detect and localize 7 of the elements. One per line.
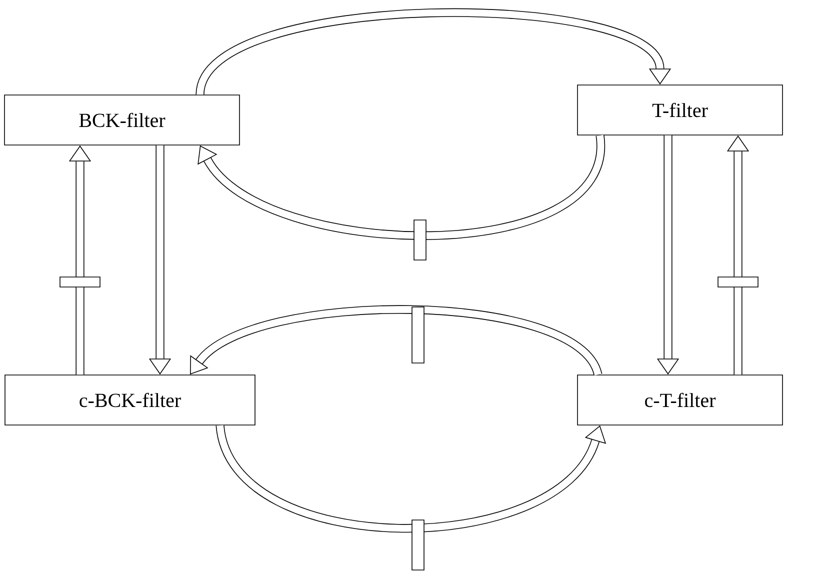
block-arrow [198,135,604,260]
filter-box: c-T-filter [577,374,783,426]
block-arrow [190,305,602,377]
filter-box: BCK-filter [4,94,240,146]
filter-box: T-filter [577,84,783,136]
block-arrow [196,8,672,96]
filter-box: c-BCK-filter [4,374,256,426]
